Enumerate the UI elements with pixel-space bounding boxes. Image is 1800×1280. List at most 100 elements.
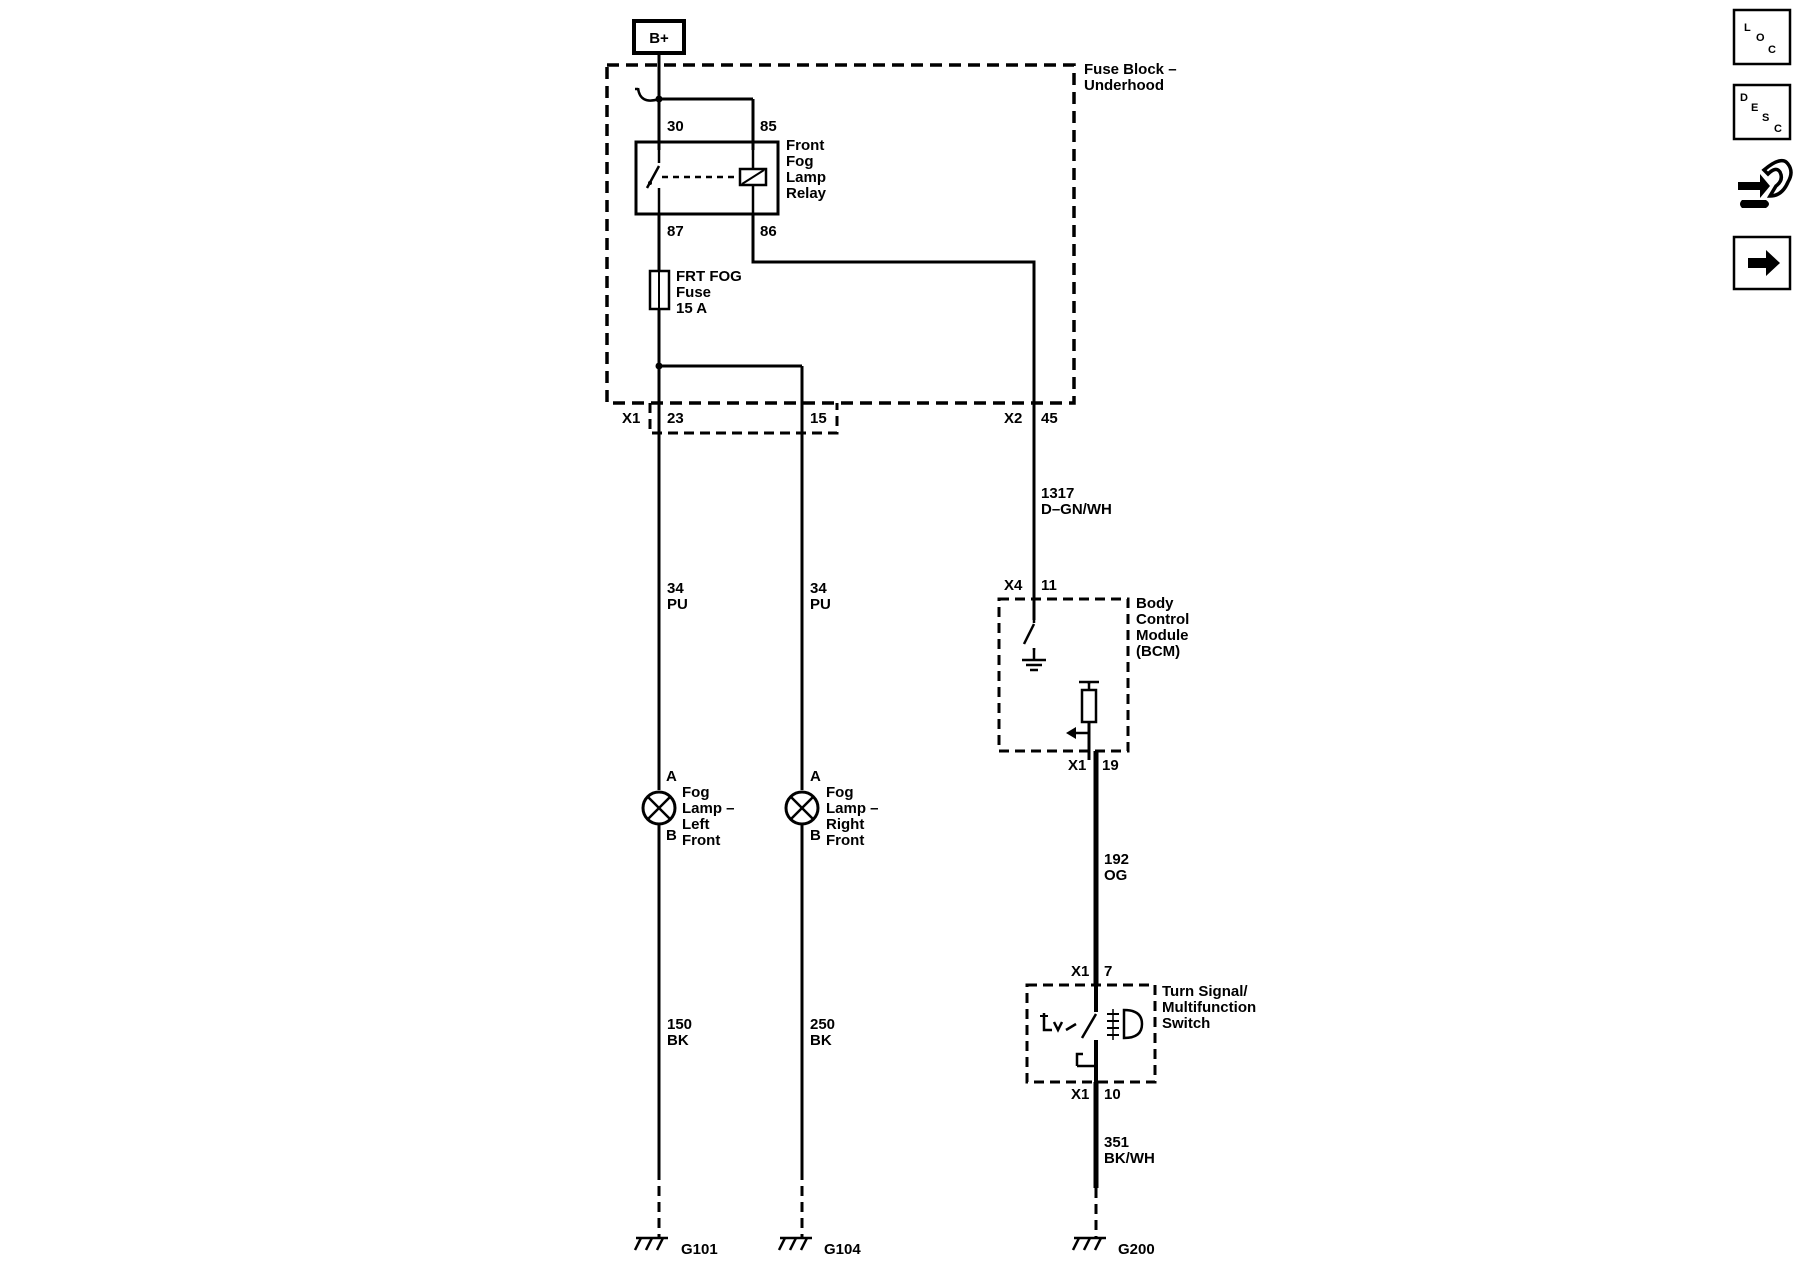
right-ground-circuit: 250 (810, 1016, 835, 1033)
b-plus-label: B+ (649, 30, 669, 47)
right-lamp-name-line2: Lamp – (826, 800, 879, 817)
relay-control-wiring (751, 214, 1036, 620)
relay-name-line4: Relay (786, 185, 827, 202)
right-arrow-icon (1748, 250, 1780, 276)
right-lamp-name-line3: Right (826, 816, 864, 833)
switch-pin-10: 10 (1104, 1086, 1121, 1103)
fog-switch-contact (1080, 1013, 1098, 1039)
g104-label: G104 (824, 1241, 861, 1258)
left-feed-circuit: 34 (667, 580, 684, 597)
fog-lamp-right-front: A B Fog Lamp – Right Front (784, 768, 879, 1170)
left-lamp-name-line4: Front (682, 832, 720, 849)
relay-switch-contact (645, 165, 661, 189)
switch-pin-7: 7 (1104, 963, 1112, 980)
right-lamp-pin-a: A (810, 768, 821, 785)
left-feed-color: PU (667, 596, 688, 613)
g200-label: G200 (1118, 1241, 1155, 1258)
fuse-block-subtitle: Underhood (1084, 77, 1164, 94)
bcm-driver-switch (1022, 623, 1036, 645)
fog-lamp-left-front: A B Fog Lamp – Left Front (641, 768, 735, 1170)
loc-letter-l: L (1744, 22, 1751, 34)
bcm-feed-color: D–GN/WH (1041, 501, 1112, 518)
ground-g101: G101 (633, 1236, 718, 1258)
switch-signal-color: OG (1104, 867, 1127, 884)
wrench-connector-icon (1738, 158, 1793, 208)
fuse-block-connector-x1: X1 (622, 410, 640, 427)
relay-pin-30: 30 (667, 118, 684, 135)
right-lamp-name-line1: Fog (826, 784, 854, 801)
bcm-name-line1: Body (1136, 595, 1174, 612)
right-feed-color: PU (810, 596, 831, 613)
fog-lamp-indicator-icon (1107, 1008, 1144, 1040)
desc-letter-c: C (1774, 123, 1782, 135)
relay-pin-87: 87 (667, 223, 684, 240)
fuse-block-connector-x2: X2 (1004, 410, 1022, 427)
next-page-button[interactable] (1732, 235, 1792, 291)
relay-name-line1: Front (786, 137, 824, 154)
fuse-block-underhood: Fuse Block – Underhood X1 23 15 X2 45 (605, 61, 1177, 435)
fuse-name-line1: FRT FOG (676, 268, 742, 285)
right-feed-circuit: 34 (810, 580, 827, 597)
switch-signal-circuit: 192 (1104, 851, 1129, 868)
loc-letter-o: O (1756, 32, 1765, 44)
turn-signal-multifunction-switch: X1 7 Turn Signal/ Multifunction Switch X… (1025, 963, 1256, 1103)
b-plus-bus-wiring (635, 53, 755, 150)
relay-pin-85: 85 (760, 118, 777, 135)
bcm-connector-x1: X1 (1068, 757, 1086, 774)
relay-name-line2: Fog (786, 153, 814, 170)
loc-letter-c: C (1768, 44, 1776, 56)
fuse-block-title: Fuse Block – (1084, 61, 1177, 78)
bcm-feed-circuit: 1317 (1041, 485, 1074, 502)
left-lamp-pin-b: B (666, 827, 677, 844)
relay-name-line3: Lamp (786, 169, 826, 186)
desc-letter-s: S (1762, 112, 1769, 124)
switch-name-line2: Multifunction (1162, 999, 1256, 1016)
switch-name-line1: Turn Signal/ (1162, 983, 1248, 1000)
ground-leads (657, 1170, 1098, 1238)
relay-pin-86: 86 (760, 223, 777, 240)
ground-g104: G104 (777, 1236, 861, 1258)
desc-letter-d: D (1740, 92, 1748, 104)
switch-ground-circuit: 351 (1104, 1134, 1129, 1151)
fuse-block-pin-23: 23 (667, 410, 684, 427)
fuse-block-connector-x1-outline (648, 403, 839, 435)
fuse-block-pin-15: 15 (810, 410, 827, 427)
right-lamp-pin-b: B (810, 827, 821, 844)
bcm-pin-11: 11 (1041, 577, 1057, 594)
bcm-name-line4: (BCM) (1136, 643, 1180, 660)
left-ground-color: BK (667, 1032, 689, 1049)
switch-ground-color: BK/WH (1104, 1150, 1155, 1167)
frt-fog-fuse: FRT FOG Fuse 15 A (648, 214, 742, 366)
bcm-connector-x4: X4 (1004, 577, 1023, 594)
bcm-input-arrow-icon (1066, 727, 1076, 739)
body-control-module: X4 11 Body Control Module (BCM) X1 19 (997, 577, 1189, 774)
diagnostic-tool-button[interactable] (1734, 152, 1793, 212)
fuse-name-line2: Fuse (676, 284, 711, 301)
ground-g200: G200 (1071, 1236, 1155, 1258)
momentary-contact-icon (1075, 1052, 1083, 1066)
switch-connector-top: X1 (1071, 963, 1089, 980)
left-lamp-pin-a: A (666, 768, 677, 785)
battery-positive-source: B+ (632, 19, 686, 55)
g101-label: G101 (681, 1241, 718, 1258)
fuse-block-pin-45: 45 (1041, 410, 1058, 427)
left-lamp-name-line2: Lamp – (682, 800, 735, 817)
location-view-button[interactable]: L O C (1732, 8, 1792, 66)
off-position-icon (1040, 1013, 1077, 1033)
bcm-pin-19: 19 (1102, 757, 1119, 774)
wire-labels: 1317 D–GN/WH 34 PU 34 PU 150 BK 250 BK 1… (667, 485, 1155, 1167)
bcm-name-line3: Module (1136, 627, 1189, 644)
description-view-button[interactable]: D E S C (1732, 83, 1792, 141)
desc-letter-e: E (1751, 102, 1758, 114)
left-ground-circuit: 150 (667, 1016, 692, 1033)
right-lamp-name-line4: Front (826, 832, 864, 849)
right-ground-color: BK (810, 1032, 832, 1049)
fuse-rating: 15 A (676, 300, 707, 317)
switch-connector-bottom: X1 (1071, 1086, 1089, 1103)
bcm-pullup-resistor (1080, 688, 1098, 724)
front-fog-lamp-relay: 30 85 87 86 Front Fog Lamp Relay (634, 118, 827, 240)
bcm-name-line2: Control (1136, 611, 1189, 628)
left-lamp-name-line1: Fog (682, 784, 710, 801)
lamp-feed-splice (655, 362, 804, 790)
